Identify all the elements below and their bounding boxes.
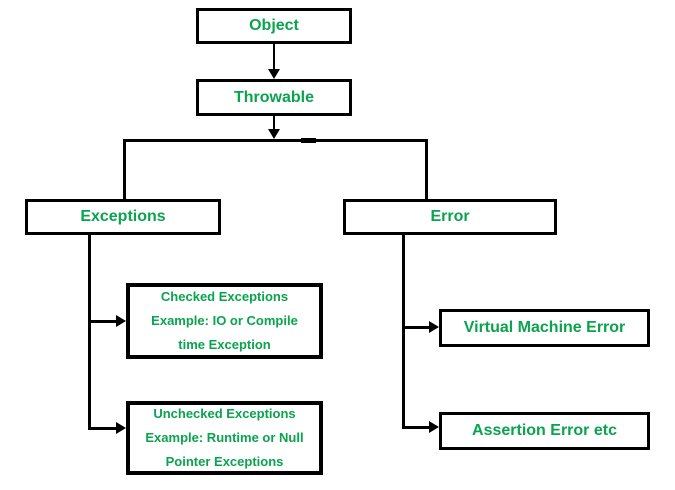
connector-branch-assertion [402, 426, 430, 429]
checked-exceptions-line-2: Example: IO or Compile [151, 313, 298, 328]
node-throwable: Throwable [196, 79, 352, 116]
checked-exceptions-line-1: Checked Exceptions [160, 289, 289, 304]
arrowhead-right-unchecked [116, 422, 126, 434]
assertion-error-label: Assertion Error etc [472, 422, 617, 439]
arrowhead-right-vm-error [429, 321, 439, 333]
node-throwable-label: Throwable [233, 88, 314, 106]
arrowhead-right-checked [116, 315, 126, 327]
connector-junction-bar [123, 139, 428, 142]
node-error-label: Error [430, 208, 470, 225]
connector-drop-error [425, 139, 428, 199]
node-object: Object [196, 8, 352, 44]
node-checked-exceptions: Checked Exceptions Example: IO or Compil… [126, 283, 323, 359]
connector-branch-vm-error [402, 326, 430, 329]
unchecked-exceptions-line-1: Unchecked Exceptions [153, 406, 296, 421]
node-exceptions: Exceptions [25, 199, 221, 235]
virtual-machine-error-label: Virtual Machine Error [463, 319, 626, 336]
checked-exceptions-line-3: time Exception [178, 337, 271, 352]
connector-throwable-junction [273, 116, 275, 131]
connector-drop-exceptions [123, 139, 126, 199]
node-assertion-error: Assertion Error etc [439, 412, 650, 450]
node-object-label: Object [249, 17, 299, 34]
connector-exceptions-spine [88, 234, 91, 430]
node-unchecked-exceptions: Unchecked Exceptions Example: Runtime or… [126, 401, 323, 475]
node-exceptions-label: Exceptions [80, 208, 166, 225]
unchecked-exceptions-line-2: Example: Runtime or Null [145, 430, 304, 445]
node-error: Error [343, 199, 557, 235]
connector-junction-thick-segment [301, 138, 316, 143]
connector-object-throwable [273, 44, 275, 71]
unchecked-exceptions-line-3: Pointer Exceptions [165, 454, 284, 469]
arrowhead-down-throwable [268, 69, 280, 79]
connector-branch-unchecked [88, 427, 117, 430]
connector-error-spine [402, 234, 405, 428]
arrowhead-down-junction [268, 129, 280, 139]
connector-branch-checked [88, 320, 117, 323]
arrowhead-right-assertion [429, 421, 439, 433]
node-virtual-machine-error: Virtual Machine Error [439, 309, 650, 347]
